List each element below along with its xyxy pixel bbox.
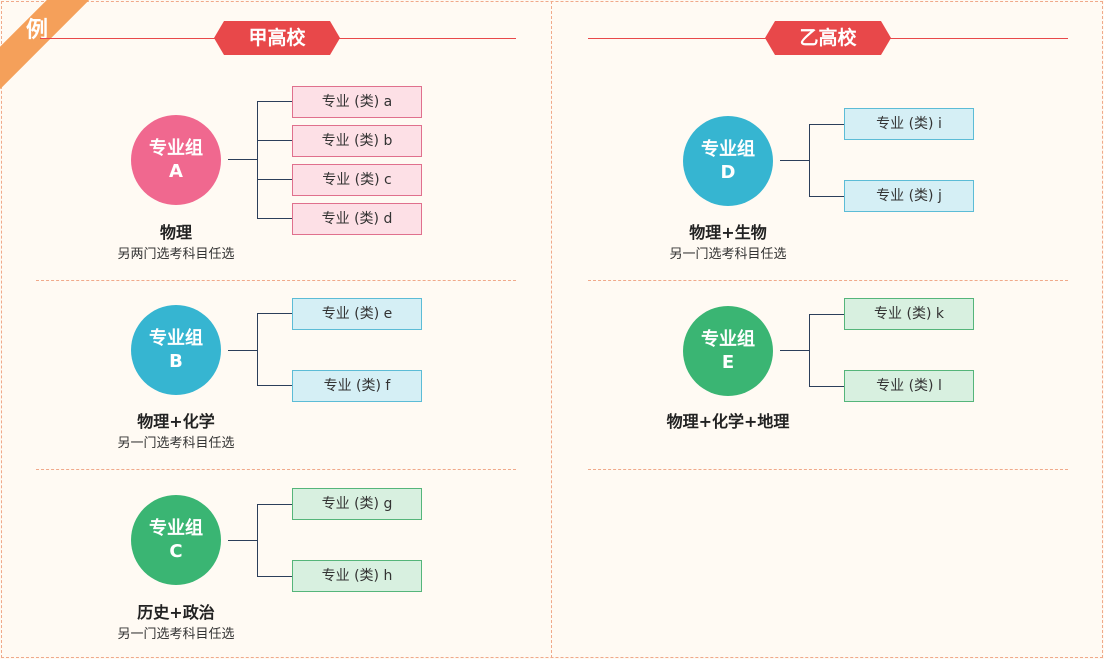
group-a-branch (257, 101, 292, 102)
group-b-circle: 专业组 B (131, 305, 221, 395)
group-c-subject: 历史+政治 (137, 603, 215, 622)
group-a-subject: 物理 (159, 223, 192, 242)
group-d-branch (809, 196, 844, 197)
major-box-d: 专业 (类) d (292, 203, 422, 235)
major-box-k: 专业 (类) k (844, 298, 974, 330)
major-box-c: 专业 (类) c (292, 164, 422, 196)
group-d-circle: 专业组 D (683, 116, 773, 206)
example-badge-label: 例 (25, 18, 49, 44)
group-b-note: 另一门选考科目任选 (117, 436, 235, 451)
group-d-label: 专业组 (701, 139, 755, 160)
group-b-branch (257, 385, 292, 386)
group-b-label: 专业组 (149, 328, 203, 349)
section-divider (588, 469, 1068, 470)
group-d-bracket (809, 124, 810, 197)
group-b-connector (228, 350, 258, 351)
major-box-e: 专业 (类) e (292, 298, 422, 330)
group-e-subject: 物理+化学+地理 (666, 412, 790, 431)
group-a-branch (257, 140, 292, 141)
group-a-bracket (257, 101, 258, 218)
group-e-connector (780, 350, 810, 351)
group-a-circle: 专业组 A (131, 115, 221, 205)
group-e-letter: E (721, 352, 735, 373)
group-c-note: 另一门选考科目任选 (117, 627, 235, 642)
group-c-connector (228, 540, 258, 541)
group-d-note: 另一门选考科目任选 (669, 247, 787, 262)
school-b-title: 乙高校 (765, 21, 891, 55)
group-e-bracket (809, 314, 810, 387)
group-b-branch (257, 313, 292, 314)
group-b-subject: 物理+化学 (137, 412, 215, 431)
major-box-h: 专业 (类) h (292, 560, 422, 592)
major-box-i: 专业 (类) i (844, 108, 974, 140)
section-divider (36, 280, 516, 281)
group-d-branch (809, 124, 844, 125)
group-b-bracket (257, 313, 258, 386)
group-d-connector (780, 160, 810, 161)
major-box-g: 专业 (类) g (292, 488, 422, 520)
group-c-circle: 专业组 C (131, 495, 221, 585)
section-divider (588, 280, 1068, 281)
group-e-circle: 专业组 E (683, 306, 773, 396)
group-c-branch (257, 576, 292, 577)
group-c-label: 专业组 (149, 518, 203, 539)
group-a-branch (257, 179, 292, 180)
group-a-branch (257, 218, 292, 219)
major-box-l: 专业 (类) l (844, 370, 974, 402)
major-box-b: 专业 (类) b (292, 125, 422, 157)
example-badge: 例 (0, 0, 90, 90)
group-c-bracket (257, 504, 258, 577)
group-e-label: 专业组 (701, 329, 755, 350)
group-a-note: 另两门选考科目任选 (117, 247, 235, 262)
major-box-j: 专业 (类) j (844, 180, 974, 212)
section-divider (36, 469, 516, 470)
group-a-label: 专业组 (149, 138, 203, 159)
group-e-branch (809, 386, 844, 387)
group-d-letter: D (720, 162, 736, 183)
group-d-subject: 物理+生物 (689, 223, 767, 242)
major-box-f: 专业 (类) f (292, 370, 422, 402)
school-a-title: 甲高校 (214, 21, 340, 55)
major-box-a: 专业 (类) a (292, 86, 422, 118)
group-c-branch (257, 504, 292, 505)
group-a-connector (228, 159, 258, 160)
column-divider (551, 1, 552, 658)
group-e-branch (809, 314, 844, 315)
group-c-letter: C (169, 541, 183, 562)
group-a-letter: A (169, 161, 183, 182)
group-b-letter: B (169, 351, 183, 372)
